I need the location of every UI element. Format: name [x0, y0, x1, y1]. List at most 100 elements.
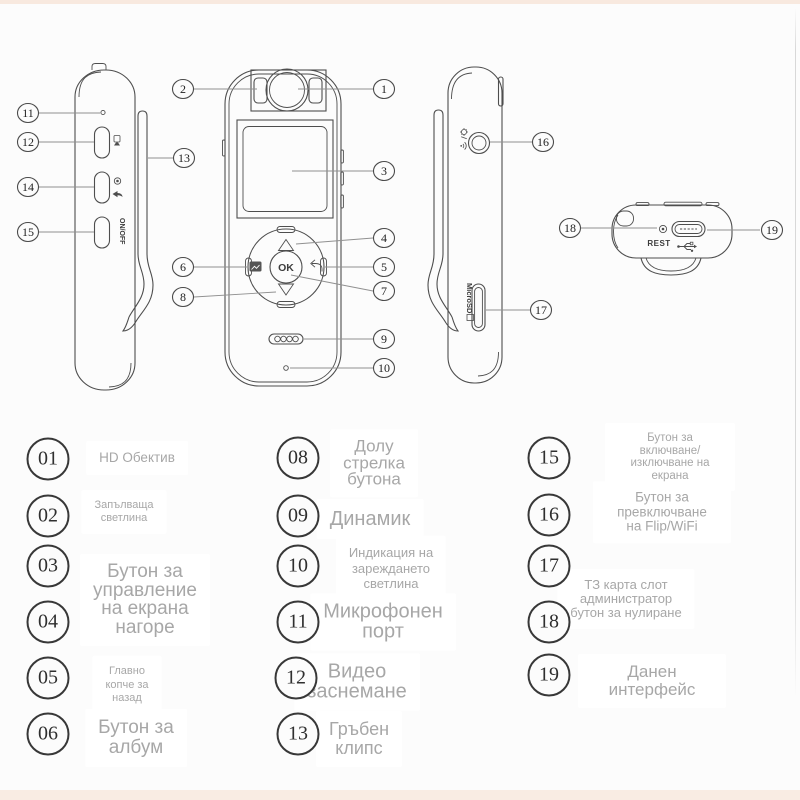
- legend-label-13: Гръбен клипс: [315, 711, 403, 767]
- legend-num-02: 02: [38, 504, 58, 527]
- callout-12: 12: [16, 131, 94, 153]
- inner-top-contour: [78, 71, 102, 98]
- lens-barrel-arc-inner: [645, 257, 697, 272]
- back-arrow-icon: [112, 191, 123, 198]
- screen-inner: [242, 126, 328, 212]
- camera-module: [250, 68, 327, 112]
- device-body-right-view: [447, 66, 503, 384]
- end-bump-1: [635, 202, 650, 207]
- inner-bottom-contour: [108, 362, 132, 388]
- device-line-diagram: ON/OFF: [16, 63, 784, 391]
- power-button: [93, 216, 111, 249]
- callout-2: 2: [171, 78, 257, 100]
- legend-num-11: 11: [288, 610, 308, 633]
- legend-circle-09: 09: [276, 494, 320, 538]
- legend-circle-06: 06: [26, 712, 70, 756]
- svg-text:3: 3: [381, 164, 387, 178]
- legend-label-16: Бутон за превключване на Flip/WiFi: [593, 481, 731, 543]
- flip-wifi-button: [467, 131, 491, 155]
- legend-num-01: 01: [38, 447, 58, 470]
- legend-circle-11: 11: [276, 600, 320, 644]
- album-icon: [249, 261, 262, 272]
- svg-text:15: 15: [22, 225, 34, 239]
- rest-label: REST: [647, 239, 670, 248]
- back-icon: [310, 259, 323, 272]
- flip-wifi-icons: [460, 128, 468, 150]
- legend-num-05: 05: [38, 666, 58, 689]
- legend-circle-16: 16: [527, 493, 571, 537]
- device-body-front-inner: [228, 73, 338, 383]
- svg-text:1: 1: [381, 82, 387, 96]
- legend-label-10: Индикация на зареждането светлина: [335, 535, 447, 601]
- svg-text:11: 11: [22, 106, 34, 120]
- legend-num-16: 16: [539, 503, 559, 526]
- svg-text:17: 17: [535, 303, 547, 317]
- callout-19: 19: [707, 219, 784, 241]
- callout-5: 5: [325, 256, 396, 278]
- callout-10: 10: [290, 357, 396, 379]
- right-edge-key-1: [340, 149, 344, 164]
- legend-num-08: 08: [288, 446, 308, 469]
- callout-8: 8: [171, 286, 277, 308]
- clip-end-detail: [616, 210, 634, 227]
- speaker: [268, 333, 304, 345]
- hd-lens-outer: [265, 68, 309, 112]
- legend-num-18: 18: [539, 610, 559, 633]
- mic-hole: [100, 109, 106, 116]
- down-arrow-icon: [277, 283, 295, 296]
- callout-15: 15: [16, 221, 94, 243]
- legend-num-17: 17: [539, 554, 559, 577]
- legend-label-03-04: Бутон за управление на екрана нагоре: [80, 554, 210, 646]
- reset-hole: [658, 224, 668, 234]
- end-left-contour: [613, 214, 619, 249]
- legend-num-06: 06: [38, 722, 58, 745]
- legend-label-06: Бутон за албум: [85, 709, 187, 767]
- screen: [236, 119, 334, 219]
- legend-num-09: 09: [288, 504, 308, 527]
- record-button: [93, 126, 111, 159]
- svg-text:4: 4: [381, 231, 387, 245]
- inner-top-contour-r: [451, 72, 473, 100]
- lens-barrel-arc-outer: [640, 257, 702, 276]
- photo-icon: [113, 177, 122, 185]
- legend-num-04: 04: [38, 610, 58, 633]
- top-accent-strip: [0, 0, 800, 4]
- legend-num-10: 10: [288, 554, 308, 577]
- sd-card-icon: [466, 314, 474, 321]
- callout-11: 11: [16, 102, 100, 124]
- legend-label-02: Запълваща светлина: [81, 490, 167, 534]
- legend-label-15: Бутон за включване/изключване на екрана: [605, 423, 735, 491]
- callout-14: 14: [16, 176, 94, 198]
- legend-num-13: 13: [288, 722, 308, 745]
- page-edge-line: [795, 8, 796, 698]
- svg-text:2: 2: [180, 82, 186, 96]
- legend-circle-12: 12: [274, 656, 318, 700]
- legend-num-03: 03: [38, 554, 58, 577]
- right-edge-key-2: [340, 171, 344, 186]
- legend-label-11: Микрофонен порт: [310, 593, 456, 651]
- end-view: REST: [611, 201, 733, 276]
- legend-num-15: 15: [539, 446, 559, 469]
- svg-text:13: 13: [178, 151, 190, 165]
- svg-text:5: 5: [381, 260, 387, 274]
- top-nub: [91, 63, 107, 70]
- dpad-ring: [247, 228, 325, 306]
- video-rec-icon: [113, 135, 121, 146]
- legend-label-05: Главно копче за назад: [92, 655, 162, 715]
- callout-16: 16: [490, 131, 555, 153]
- gear-icon: [460, 128, 468, 136]
- svg-text:9: 9: [381, 332, 387, 346]
- screen-outer: [236, 119, 334, 219]
- legend-circle-04: 04: [26, 600, 70, 644]
- svg-text:16: 16: [537, 135, 549, 149]
- back-clip-side: [121, 110, 154, 332]
- up-arrow-icon: [277, 238, 295, 251]
- legend-circle-17: 17: [527, 544, 571, 588]
- right-side-view: MicroSD: [427, 66, 504, 384]
- device-body-end-view: [611, 204, 733, 259]
- left-edge-key: [222, 139, 226, 157]
- svg-text:8: 8: [180, 290, 186, 304]
- front-view: OK: [222, 68, 344, 387]
- legend-circle-10: 10: [276, 544, 320, 588]
